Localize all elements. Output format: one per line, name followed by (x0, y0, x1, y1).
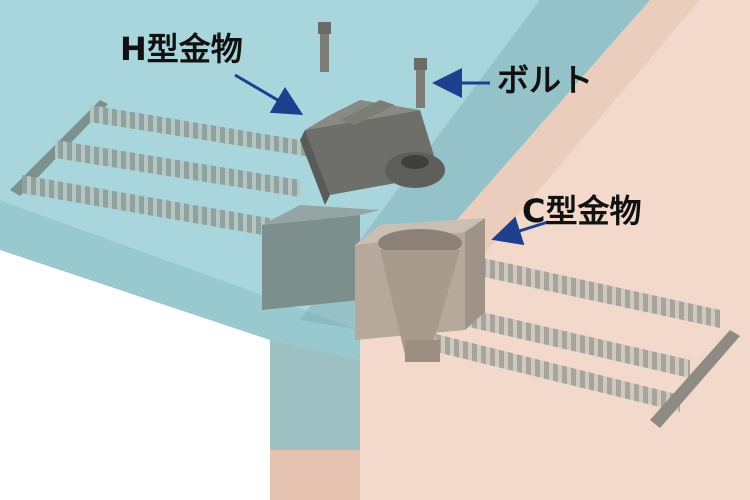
c-fitting-label: C型金物 (522, 192, 642, 230)
right-rebar-ladder (420, 255, 740, 428)
bolt-label: ボルト (497, 61, 594, 99)
arrow-c-fitting (491, 216, 549, 246)
h-fitting-label: H型金物 (120, 30, 243, 68)
left-rebar-ladder (10, 100, 330, 238)
h-fitting (300, 100, 445, 205)
bolt-left (318, 22, 331, 72)
arrow-h-fitting (234, 73, 304, 116)
bolt-right (414, 58, 427, 108)
c-fitting (262, 205, 485, 362)
